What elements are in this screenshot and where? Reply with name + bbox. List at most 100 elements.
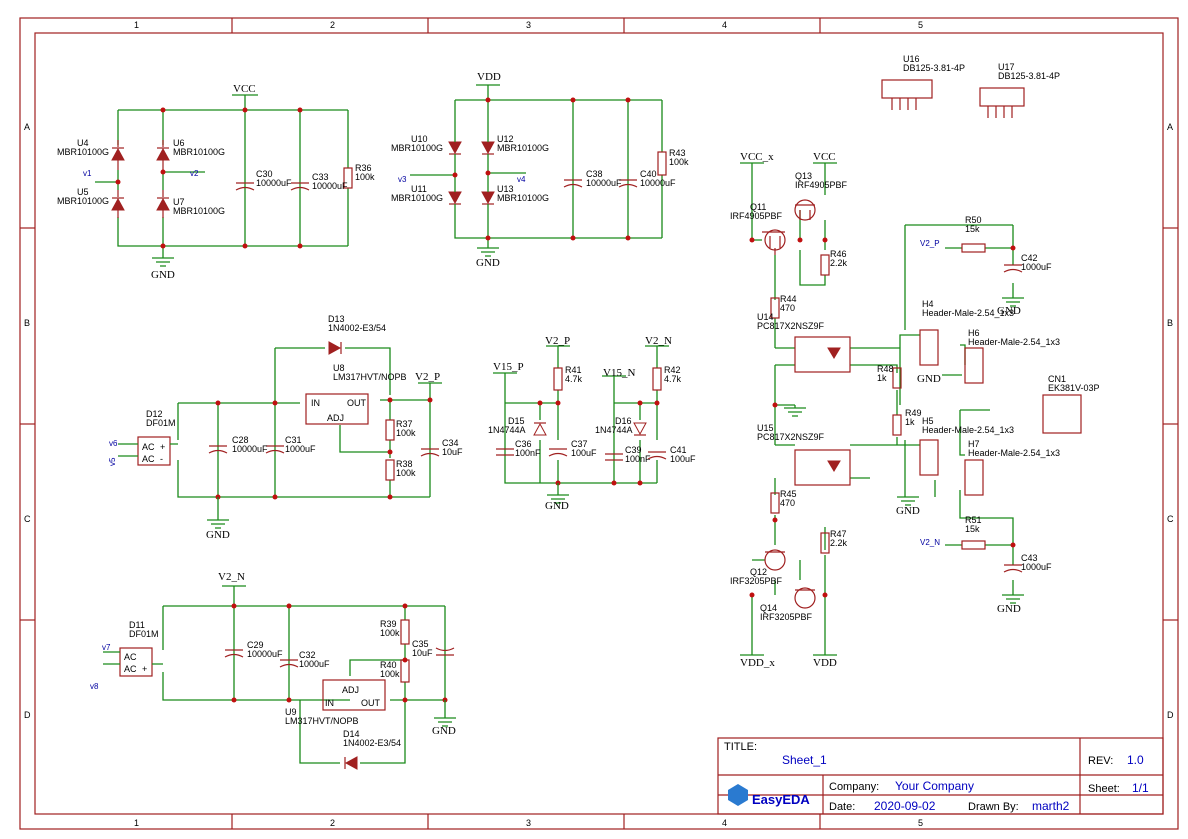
diode-U4[interactable] — [111, 140, 125, 170]
header-H4[interactable] — [919, 329, 939, 366]
resistor-R36[interactable] — [343, 167, 353, 189]
value-c43: 1000uF — [1021, 562, 1052, 572]
resistor-R43[interactable] — [657, 151, 667, 176]
capacitor-C38[interactable] — [563, 179, 583, 188]
mosfet-Q14[interactable] — [794, 587, 816, 609]
value-u14: PC817X2NSZ9F — [757, 321, 825, 331]
capacitor-C31[interactable] — [265, 445, 285, 454]
capacitor-C28[interactable] — [208, 445, 228, 454]
diode-U7[interactable] — [156, 190, 170, 218]
header-H7[interactable] — [964, 459, 984, 496]
connector-CN1[interactable] — [1042, 394, 1082, 434]
ref-c41: C41 — [670, 445, 687, 455]
diode-U10[interactable] — [448, 141, 462, 155]
resistor-R38[interactable] — [385, 459, 395, 481]
zener-D15[interactable] — [533, 422, 547, 436]
resistor-R51[interactable] — [961, 540, 986, 550]
resistor-R46[interactable] — [820, 254, 830, 276]
value-u7: MBR10100G — [173, 206, 225, 216]
capacitor-C30[interactable] — [235, 182, 255, 191]
value-r44: 470 — [780, 303, 795, 313]
mosfet-Q11[interactable] — [762, 229, 786, 255]
capacitor-C33[interactable] — [290, 182, 310, 191]
capacitor-C36[interactable] — [496, 448, 514, 456]
value-r48: 1k — [877, 373, 887, 383]
ref-u7: U7 — [173, 197, 185, 207]
ref-r50: R50 — [965, 215, 982, 225]
capacitor-C37[interactable] — [548, 448, 568, 457]
capacitor-C34[interactable] — [420, 448, 440, 457]
value-d14: 1N4002-E3/54 — [343, 738, 401, 748]
optocoupler-U14[interactable] — [794, 336, 851, 373]
diode-U13[interactable] — [481, 191, 495, 205]
connector-U16[interactable] — [881, 79, 933, 110]
net-label-v2n: V2_N — [920, 538, 940, 547]
value-c30: 10000uF — [256, 178, 292, 188]
value-c39: 100nF — [625, 454, 651, 464]
title-block-text: TITLE: Sheet_1 REV: 1.0 Company: Your Co… — [724, 741, 1149, 813]
pin-label: + — [160, 442, 165, 452]
value-h6: Header-Male-2.54_1x3 — [968, 337, 1060, 347]
capacitor-C32[interactable] — [279, 659, 299, 668]
value-c35: 10uF — [412, 648, 433, 658]
mosfet-Q13[interactable] — [794, 199, 816, 221]
resistor-R37[interactable] — [385, 419, 395, 441]
regulator-U8[interactable] — [305, 393, 369, 425]
capacitor-C29[interactable] — [224, 649, 244, 658]
diode-U6[interactable] — [156, 140, 170, 170]
resistor-R41[interactable] — [553, 367, 563, 391]
net-label-vdd: VDD — [813, 657, 837, 669]
ref-r43: R43 — [669, 148, 686, 158]
capacitor-C42[interactable] — [1003, 264, 1023, 273]
resistor-R48[interactable] — [892, 367, 902, 389]
resistor-R42[interactable] — [652, 367, 662, 391]
date-label: Date: — [829, 801, 855, 813]
net-label-v7: v7 — [102, 643, 111, 652]
capacitor-C43[interactable] — [1003, 564, 1023, 573]
regulator-U9[interactable] — [322, 679, 386, 711]
rev-value: 1.0 — [1127, 753, 1144, 767]
bridge-D12[interactable] — [137, 436, 171, 466]
ref-d13: D13 — [328, 314, 345, 324]
zener-D16[interactable] — [633, 422, 647, 436]
right-row-label: B — [1167, 318, 1173, 328]
diode-D13[interactable] — [328, 341, 342, 355]
capacitor-C41[interactable] — [647, 451, 667, 460]
resistor-R50[interactable] — [961, 243, 986, 253]
ref-r46: R46 — [830, 249, 847, 259]
diode-D14[interactable] — [344, 756, 358, 770]
header-H6[interactable] — [964, 347, 984, 384]
resistor-R45[interactable] — [770, 492, 780, 514]
ref-c37: C37 — [571, 439, 588, 449]
ref-d11: D11 — [129, 620, 145, 630]
net-label-v15n: V15_N — [603, 367, 635, 379]
connector-U17[interactable] — [979, 87, 1025, 118]
diode-U5[interactable] — [111, 190, 125, 218]
mosfet-Q12[interactable] — [764, 549, 786, 571]
net-label-gnd: GND — [476, 257, 500, 269]
capacitor-C39[interactable] — [605, 453, 623, 461]
value-r46: 2.2k — [830, 258, 848, 268]
bridge-D11[interactable] — [119, 647, 153, 677]
resistor-R49[interactable] — [892, 414, 902, 436]
resistor-R44[interactable] — [770, 297, 780, 319]
top-column-label: 3 — [526, 20, 531, 30]
ref-c28: C28 — [232, 435, 249, 445]
capacitor-C35[interactable] — [435, 647, 455, 656]
pin-label: AC — [124, 652, 137, 662]
header-H5[interactable] — [919, 439, 939, 476]
diode-U11[interactable] — [448, 191, 462, 205]
resistor-R39[interactable] — [400, 619, 410, 645]
date-value: 2020-09-02 — [874, 799, 936, 813]
pin-label: ADJ — [342, 685, 359, 695]
capacitor-C40[interactable] — [618, 179, 638, 188]
bottom-column-label: 3 — [526, 818, 531, 828]
optocoupler-U15[interactable] — [794, 449, 851, 486]
resistor-R40[interactable] — [400, 659, 410, 683]
diode-U12[interactable] — [481, 141, 495, 155]
net-label-v2: v2 — [190, 169, 199, 178]
value-r47: 2.2k — [830, 538, 848, 548]
resistor-R47[interactable] — [820, 532, 830, 554]
